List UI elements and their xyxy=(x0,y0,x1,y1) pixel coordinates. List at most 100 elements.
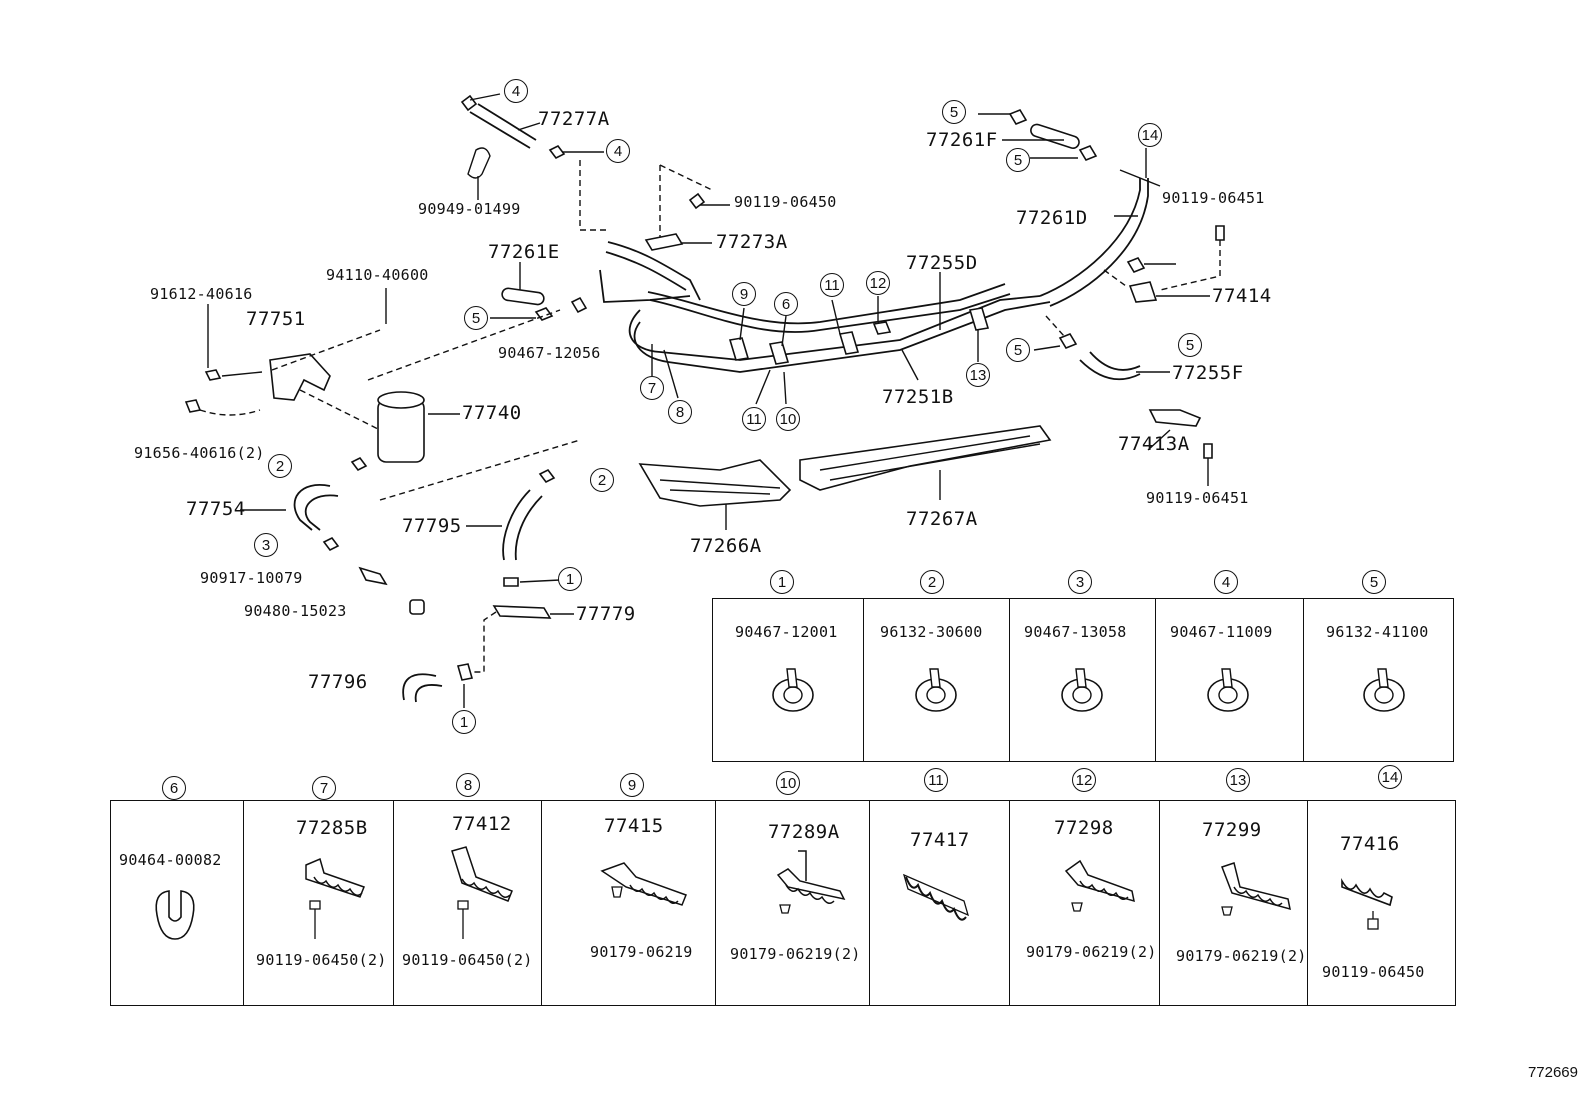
part-label-77754: 77754 xyxy=(186,498,246,520)
part-label-77740: 77740 xyxy=(462,402,522,424)
callout-5: 5 xyxy=(942,100,966,124)
bracket-icon xyxy=(1341,877,1393,930)
part-label-90480-15023: 90480-15023 xyxy=(244,602,347,620)
callout-8: 8 xyxy=(668,400,692,424)
table-header-5: 5 xyxy=(1362,570,1386,594)
callout-12: 12 xyxy=(866,271,890,295)
clamp-cell: 77415 90179-06219 xyxy=(541,801,716,1005)
part-label-77413A: 77413A xyxy=(1118,433,1190,455)
clamp-part-label: 77298 xyxy=(1054,817,1114,839)
callout-5: 5 xyxy=(1178,333,1202,357)
bracket-icon xyxy=(776,850,846,914)
clamp-sub-label: 90179-06219(2) xyxy=(1176,947,1307,965)
part-label-91612-40616: 91612-40616 xyxy=(150,285,253,303)
bracket-icon xyxy=(1221,862,1291,916)
part-label-77251B: 77251B xyxy=(882,386,954,408)
clamp-part-label: 77285B xyxy=(296,817,368,839)
clamp-cell: 77285B 90119-06450(2) xyxy=(243,801,394,1005)
table-header-1: 1 xyxy=(770,570,794,594)
clamp-cell: 77416 90119-06450 xyxy=(1307,801,1458,1005)
part-label-77255F: 77255F xyxy=(1172,362,1244,384)
clamp-sub-label: 90119-06450(2) xyxy=(256,951,387,969)
callout-5: 5 xyxy=(1006,338,1030,362)
clamp-icon xyxy=(772,668,814,712)
clamp-sub-label: 90119-06450 xyxy=(1322,963,1425,981)
table-header-12: 12 xyxy=(1072,768,1096,792)
bracket-icon xyxy=(600,862,687,906)
table-header-6: 6 xyxy=(162,776,186,800)
clamp-cell: 77299 90179-06219(2) xyxy=(1159,801,1308,1005)
part-label-77277A: 77277A xyxy=(538,108,610,130)
table-header-13: 13 xyxy=(1226,768,1250,792)
part-label-77267A: 77267A xyxy=(906,508,978,530)
clamp-sub-label: 90119-06450(2) xyxy=(402,951,533,969)
clamp-icon xyxy=(1207,668,1249,712)
callout-10: 10 xyxy=(776,407,800,431)
clamp-icon xyxy=(155,890,195,940)
clamp-cell: 90464-00082 xyxy=(111,801,243,1005)
clamp-icon xyxy=(915,668,957,712)
part-label-90119-06451-b: 90119-06451 xyxy=(1146,489,1249,507)
table-header-8: 8 xyxy=(456,773,480,797)
clamp-part-label: 77412 xyxy=(452,813,512,835)
part-label-90949-01499: 90949-01499 xyxy=(418,200,521,218)
clamp-icon xyxy=(1363,668,1405,712)
clamp-part-label: 77417 xyxy=(910,829,970,851)
table-header-4: 4 xyxy=(1214,570,1238,594)
part-label-77795: 77795 xyxy=(402,515,462,537)
clamp-cell: 90467-11009 xyxy=(1155,599,1304,761)
clamp-icon xyxy=(1061,668,1103,712)
part-label-77261F: 77261F xyxy=(926,129,998,151)
diagram-id: 772669 xyxy=(1527,1064,1578,1081)
bracket-icon xyxy=(902,873,970,921)
table-header-11: 11 xyxy=(924,768,948,792)
clamp-cell: 90467-13058 xyxy=(1009,599,1156,761)
part-label-90917-10079: 90917-10079 xyxy=(200,569,303,587)
callout-11: 11 xyxy=(820,273,844,297)
part-label-90119-06451-a: 90119-06451 xyxy=(1162,189,1265,207)
clip-part xyxy=(460,94,478,112)
table-header-10: 10 xyxy=(776,771,800,795)
bracket-icon xyxy=(305,857,365,939)
part-label-77261D: 77261D xyxy=(1016,207,1088,229)
callout-5: 5 xyxy=(1006,148,1030,172)
callout-9: 9 xyxy=(732,282,756,306)
clamp-part-label: 77416 xyxy=(1340,833,1400,855)
part-label-94110-40600: 94110-40600 xyxy=(326,266,429,284)
clamp-part-label: 96132-30600 xyxy=(880,623,983,641)
callout-6: 6 xyxy=(774,292,798,316)
part-label-91656-40616: 91656-40616(2) xyxy=(134,444,265,462)
callout-5: 5 xyxy=(464,306,488,330)
clamp-table-bottom: 90464-00082 77285B 90119-06450(2) 77412 … xyxy=(110,800,1456,1006)
table-header-2: 2 xyxy=(920,570,944,594)
callout-13: 13 xyxy=(966,363,990,387)
part-label-77261E: 77261E xyxy=(488,241,560,263)
callout-14: 14 xyxy=(1138,123,1162,147)
bracket-icon xyxy=(451,846,513,939)
part-label-77266A: 77266A xyxy=(690,535,762,557)
part-label-90119-06450: 90119-06450 xyxy=(734,193,837,211)
clamp-cell: 77417 xyxy=(869,801,1010,1005)
clamp-part-label: 90467-11009 xyxy=(1170,623,1273,641)
clamp-part-label: 77289A xyxy=(768,821,840,843)
callout-4: 4 xyxy=(504,79,528,103)
clamp-table-top: 90467-12001 96132-30600 90467-13058 9046… xyxy=(712,598,1454,762)
clamp-part-label: 90467-12001 xyxy=(735,623,838,641)
clamp-cell: 77289A 90179-06219(2) xyxy=(715,801,870,1005)
table-header-7: 7 xyxy=(312,776,336,800)
part-label-77414: 77414 xyxy=(1212,285,1272,307)
clamp-sub-label: 90179-06219(2) xyxy=(730,945,861,963)
callout-1: 1 xyxy=(558,567,582,591)
bracket-icon xyxy=(1064,859,1135,912)
clamp-part-label: 90464-00082 xyxy=(119,851,222,869)
clamp-part-label: 90467-13058 xyxy=(1024,623,1127,641)
clamp-part-label: 77299 xyxy=(1202,819,1262,841)
callout-2: 2 xyxy=(590,468,614,492)
clamp-sub-label: 90179-06219(2) xyxy=(1026,943,1157,961)
callout-2: 2 xyxy=(268,454,292,478)
table-header-14: 14 xyxy=(1378,765,1402,789)
clamp-cell: 96132-41100 xyxy=(1303,599,1454,761)
clamp-sub-label: 90179-06219 xyxy=(590,943,693,961)
